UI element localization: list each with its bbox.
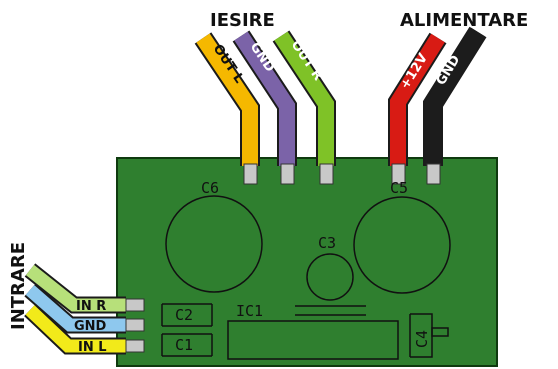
capacitor-c3-outline	[306, 253, 354, 301]
label-c2: C2	[175, 306, 193, 324]
capacitor-c4: C4	[409, 313, 449, 358]
capacitor-c6-outline	[165, 195, 263, 293]
input-wire-label-gnd: GND	[74, 319, 107, 334]
heading-input: INTRARE	[8, 242, 29, 330]
pin-12v	[391, 163, 406, 185]
output-wire-out-l: OUT L	[194, 32, 260, 166]
input-wire-label-in-l: IN L	[78, 340, 107, 355]
label-c6: C6	[201, 179, 219, 197]
pin-gnd-in	[125, 318, 145, 332]
capacitor-c1: C1	[161, 333, 213, 357]
capacitor-c5-outline	[353, 196, 451, 294]
output-wire-gnd: GND	[232, 30, 297, 166]
heading-power: ALIMENTARE	[400, 10, 528, 31]
label-ic1: IC1	[236, 302, 263, 320]
input-wire-in-l: IN L	[24, 303, 126, 355]
chip-ic1-outline	[227, 320, 399, 360]
label-c5: C5	[390, 179, 408, 197]
label-c1: C1	[175, 336, 193, 354]
pin-out-l	[243, 163, 258, 185]
power-wire-12v: +12V	[388, 32, 447, 166]
pin-in-r	[125, 298, 145, 312]
pin-out-r	[319, 163, 334, 185]
input-wire-in-r: IN R	[24, 263, 126, 314]
label-c4: C4	[413, 330, 431, 348]
pcb-board	[116, 157, 498, 367]
capacitor-c2: C2	[161, 303, 213, 327]
label-c3: C3	[318, 234, 336, 252]
pin-in-l	[125, 339, 145, 353]
heading-output: IESIRE	[210, 10, 275, 31]
input-wire-label-in-r: IN R	[76, 299, 106, 314]
pin-gnd-out	[280, 163, 295, 185]
pin-gnd-power	[426, 163, 441, 185]
input-wire-gnd: GND	[24, 283, 126, 334]
